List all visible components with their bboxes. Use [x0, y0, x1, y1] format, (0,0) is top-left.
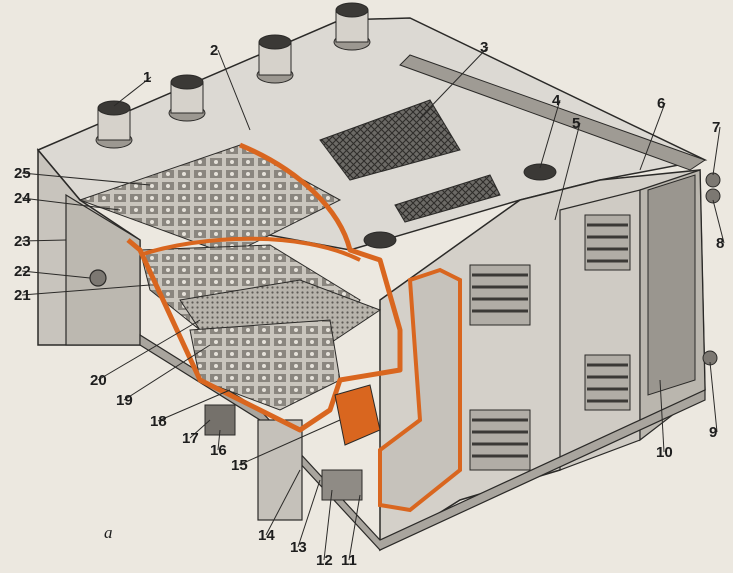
callout-20: 20	[90, 372, 107, 389]
louver-top-left	[469, 264, 531, 326]
leader-line-1	[113, 76, 152, 107]
lower-sieve-deck-18	[189, 319, 341, 411]
leader-line-18	[157, 389, 231, 422]
leader-line-14	[265, 469, 301, 536]
leader-line-4	[539, 99, 561, 169]
leader-line-16	[217, 429, 221, 451]
top-nozzles	[95, 2, 557, 249]
top-screen-3	[319, 99, 461, 181]
nozzle-2	[168, 74, 206, 122]
callout-7: 7	[712, 119, 720, 136]
callout-6: 6	[657, 95, 665, 112]
cutaway-edge	[126, 142, 403, 433]
leader-lines	[21, 46, 725, 561]
callout-13: 13	[290, 539, 307, 556]
top-screen-4	[394, 174, 501, 223]
leader-line-7	[712, 126, 721, 176]
cabinet-louvers	[469, 172, 721, 471]
top-screens	[319, 54, 707, 223]
callout-23: 23	[14, 233, 31, 250]
support-leg-right	[257, 419, 303, 521]
leader-line-15	[238, 419, 341, 466]
callout-19: 19	[116, 392, 133, 409]
callout-1: 1	[143, 69, 151, 86]
callout-5: 5	[572, 115, 580, 132]
drive-unit-15	[334, 384, 381, 446]
upper-sieve-deck	[78, 144, 342, 256]
cutaway-arc	[139, 236, 361, 262]
leader-line-10	[659, 379, 665, 453]
leader-line-2	[217, 49, 251, 131]
nozzle-1	[95, 100, 133, 149]
callout-22: 22	[14, 263, 31, 280]
figure-letter: a	[104, 523, 113, 542]
leader-line-22	[21, 270, 91, 279]
callout-2: 2	[210, 42, 218, 59]
callout-21: 21	[14, 287, 31, 304]
leader-line-3	[419, 46, 489, 119]
nozzle-3	[256, 34, 294, 84]
side-port-22	[89, 269, 107, 287]
callout-8: 8	[716, 235, 724, 252]
callout-12: 12	[316, 552, 333, 569]
nozzle-4	[333, 2, 371, 51]
louver-bottom-left	[469, 409, 531, 471]
leader-line-12	[323, 489, 333, 561]
handwheel-7	[705, 172, 721, 188]
discharge-chute	[378, 267, 462, 513]
callout-4: 4	[552, 92, 561, 109]
leader-line-24	[21, 197, 121, 211]
leader-line-8	[712, 199, 725, 244]
callout-24: 24	[14, 190, 31, 207]
leader-line-25	[21, 172, 151, 186]
handwheel-8	[705, 188, 721, 204]
leader-line-9	[709, 361, 718, 433]
outlet-11-12	[321, 469, 363, 501]
callout-14: 14	[258, 527, 275, 544]
callout-16: 16	[210, 442, 227, 459]
louver-bottom-right	[584, 354, 631, 411]
callout-11: 11	[341, 552, 357, 569]
leader-line-17	[189, 419, 211, 439]
callout-18: 18	[150, 413, 167, 430]
nozzle-center	[363, 231, 397, 249]
callout-25: 25	[14, 165, 31, 182]
callout-9: 9	[709, 424, 717, 441]
leader-line-23	[21, 239, 67, 242]
louver-top-right	[584, 214, 631, 271]
leader-line-20	[97, 319, 201, 381]
leader-line-13	[297, 479, 321, 548]
top-rail	[399, 54, 707, 171]
door-panel-10	[647, 174, 696, 396]
callout-15: 15	[231, 457, 248, 474]
housing	[36, 17, 708, 552]
leader-line-19	[123, 344, 211, 401]
callout-3: 3	[480, 39, 488, 56]
callout-10: 10	[656, 444, 673, 461]
leader-line-6	[639, 102, 666, 171]
nozzle-4-lower	[523, 163, 557, 181]
callout-17: 17	[182, 430, 199, 447]
leader-line-11	[348, 494, 361, 561]
leader-line-5	[554, 122, 581, 221]
cutaway-interior	[78, 142, 462, 513]
leader-line-21	[21, 284, 151, 296]
